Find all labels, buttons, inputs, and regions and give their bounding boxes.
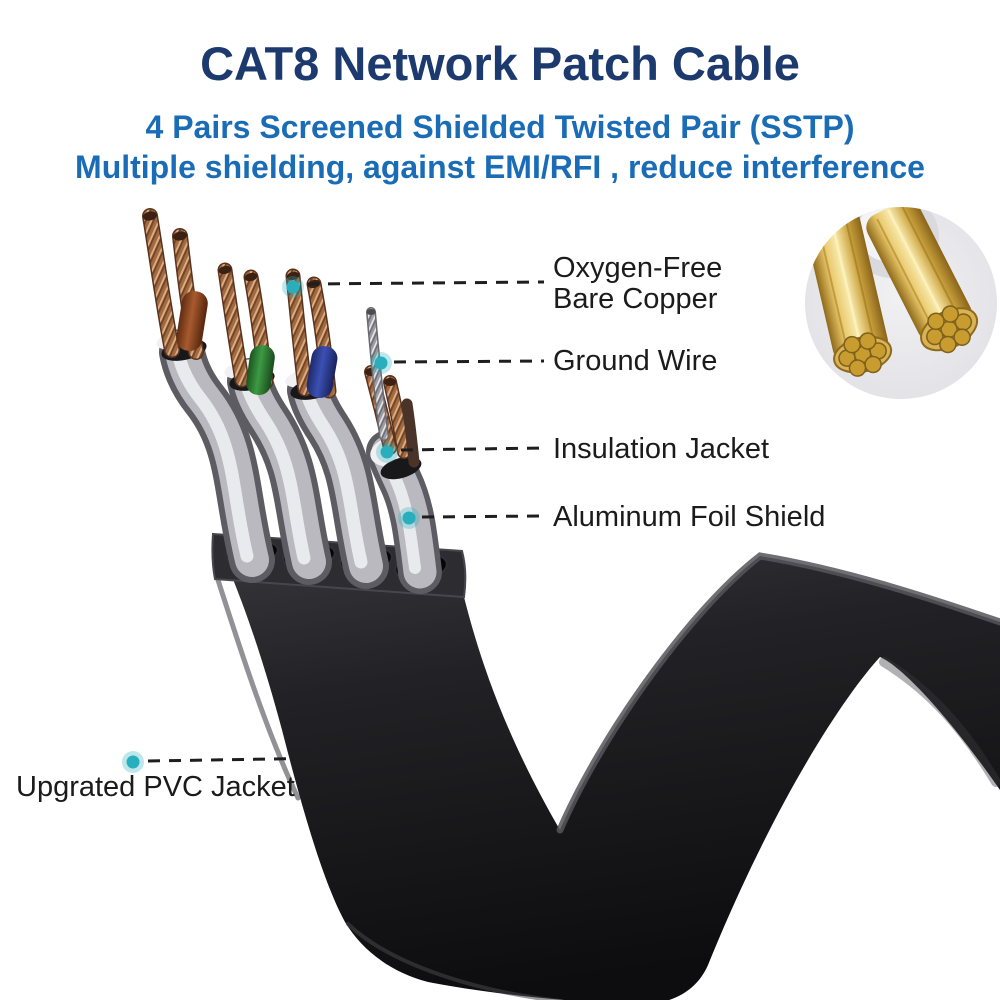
dash-line-insulation-jacket xyxy=(400,446,545,452)
callout-label-line: Bare Copper xyxy=(553,283,718,315)
pvc-cable-body xyxy=(211,532,1000,1000)
callout-label-line: Oxygen-Free xyxy=(553,252,723,284)
callout-dots xyxy=(122,276,420,773)
dash-line-ground-wire xyxy=(393,359,545,364)
callout-label-pvc-jacket: Upgrated PVC Jacket xyxy=(16,771,295,803)
foil-tube xyxy=(287,367,389,589)
copper-closeup-inset xyxy=(805,207,997,399)
callout-dot-foil-shield xyxy=(398,507,420,529)
page-title: CAT8 Network Patch Cable xyxy=(200,37,800,90)
dash-line-pvc-jacket xyxy=(147,756,337,763)
callout-dash-lines xyxy=(147,280,545,763)
callout-dot-bare-copper xyxy=(282,276,304,298)
subtitle-line-1: 4 Pairs Screened Shielded Twisted Pair (… xyxy=(145,109,855,145)
callout-dot-insulation-jacket xyxy=(376,441,398,463)
callout-label-insulation-jacket: Insulation Jacket xyxy=(553,433,770,465)
callout-dot-ground-wire xyxy=(370,352,392,374)
inset-copper-bundle-right xyxy=(866,207,979,354)
dash-line-bare-copper xyxy=(306,280,545,286)
ground-wire xyxy=(366,307,389,441)
brown-sleeve xyxy=(176,291,208,351)
twisted-pair-1 xyxy=(142,208,275,583)
cable-crest-highlight xyxy=(556,552,1000,834)
blue-sleeve xyxy=(306,346,338,398)
callout-dot-pvc-jacket xyxy=(122,751,144,773)
foil-tube xyxy=(227,358,332,585)
callout-label-ground-wire: Ground Wire xyxy=(553,345,718,377)
dash-line-foil-shield xyxy=(421,514,545,519)
twisted-pair-4 xyxy=(364,307,442,594)
subtitle-line-2: Multiple shielding, against EMI/RFI , re… xyxy=(75,149,925,185)
foil-tube xyxy=(159,329,275,583)
green-sleeve xyxy=(246,345,275,396)
twisted-pair-2 xyxy=(217,262,332,585)
callout-label-bare-copper: Oxygen-Free Bare Copper xyxy=(553,253,722,315)
callout-label-foil-shield: Aluminum Foil Shield xyxy=(553,501,826,533)
